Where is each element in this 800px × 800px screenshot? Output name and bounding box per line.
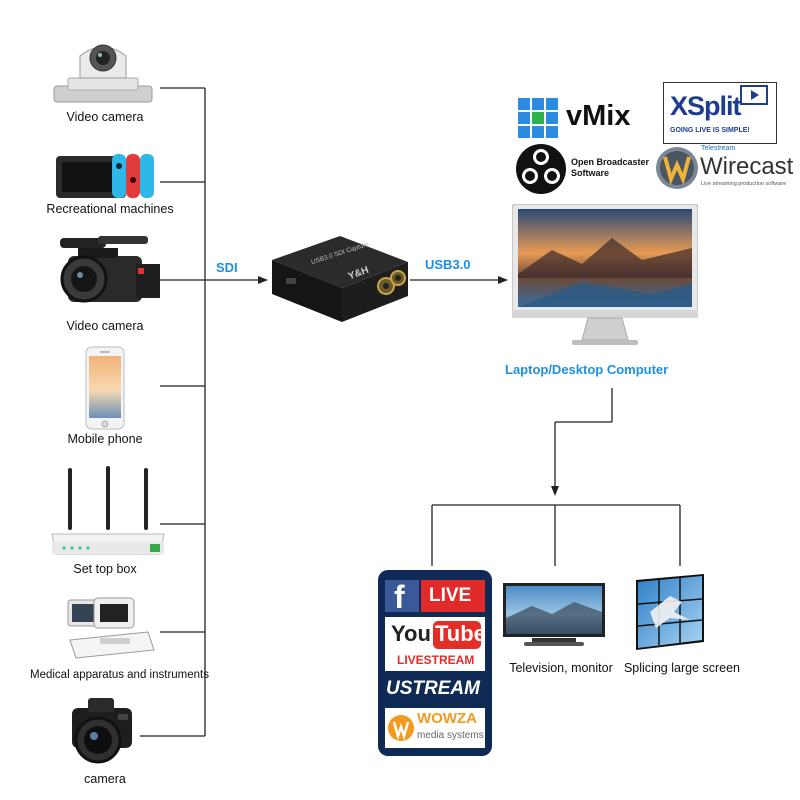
facebook-live-badge: LIVE [421, 580, 485, 612]
capture-box-icon [272, 236, 408, 322]
obs-name-line1: Open Broadcaster [571, 157, 650, 167]
xsplit-logo: XSplit GOING LIVE IS SIMPLE! [663, 82, 777, 144]
source-label-medical-apparatus: Medical apparatus and instruments [30, 669, 209, 681]
youtube-tube: Tube [435, 621, 486, 646]
source-label-recreational-machines: Recreational machines [46, 202, 174, 216]
dslr-camera-icon [72, 698, 132, 764]
youtube-badge: You Tube LIVESTREAM [385, 617, 486, 671]
obs-logo: Open Broadcaster Software [515, 143, 655, 195]
wirecast-icon [656, 147, 698, 189]
youtube-you: You [391, 621, 431, 646]
source-mobile-phone [85, 346, 125, 430]
video-wall-label: Splicing large screen [623, 661, 741, 675]
obs-name-line2: Software [571, 168, 610, 178]
capture-device: USB3.0 SDI Capture Y&H [262, 222, 412, 332]
facebook-badge: f [385, 579, 419, 615]
source-dslr-camera [64, 694, 140, 764]
youtube-livestream: LIVESTREAM [397, 653, 475, 667]
vmix-logo: vMix [518, 98, 648, 140]
desktop-monitor [512, 204, 698, 354]
sdi-label: SDI [216, 260, 238, 275]
video-wall-icon [636, 574, 704, 650]
source-router [50, 464, 166, 560]
youtube-tube-box: Tube [433, 621, 486, 649]
tv-label: Television, monitor [509, 661, 613, 675]
monitor-icon [512, 204, 698, 345]
mobile-phone-icon [85, 346, 125, 430]
television [502, 582, 606, 648]
video-wall [630, 572, 708, 652]
router-icon [51, 466, 165, 555]
usb3-label: USB3.0 [425, 257, 471, 272]
wirecast-tagline: Live streaming production software [701, 181, 787, 187]
source-label-video-camera-1: Video camera [66, 110, 144, 124]
wowza-sub: media systems [417, 730, 484, 741]
wirecast-name: Wirecast [700, 153, 794, 180]
facebook-live-text: LIVE [429, 585, 472, 606]
xsplit-name: XSplit [670, 91, 742, 121]
source-label-camera: camera [84, 772, 126, 786]
computer-label: Laptop/Desktop Computer [505, 362, 669, 377]
wowza-name: WOWZA [417, 710, 477, 727]
wirecast-vendor: Telestream [701, 145, 736, 152]
source-game-console [52, 150, 160, 202]
obs-icon [516, 144, 566, 194]
tv-icon [503, 583, 605, 646]
source-label-set-top-box: Set top box [73, 562, 137, 576]
source-ptz-camera [48, 34, 158, 108]
camcorder-icon [60, 236, 160, 303]
source-label-video-camera-2: Video camera [66, 319, 144, 333]
source-label-mobile-phone: Mobile phone [67, 432, 143, 446]
wowza-icon [388, 715, 414, 741]
xsplit-play-icon [740, 85, 768, 105]
medical-device-icon [67, 597, 155, 659]
wirecast-logo: Telestream Wirecast Live streaming produ… [655, 143, 794, 195]
ustream-text: USTREAM [386, 678, 480, 699]
xsplit-tagline: GOING LIVE IS SIMPLE! [670, 127, 750, 134]
streaming-platforms-panel: f LIVE You Tube LIVESTREAM USTREAM WOWZA… [378, 570, 492, 756]
vmix-name: vMix [566, 100, 631, 132]
source-medical-device [60, 594, 160, 662]
facebook-glyph: f [394, 579, 405, 615]
ptz-camera-icon [53, 44, 153, 103]
game-console-icon [56, 154, 154, 198]
wowza-badge: WOWZA media systems [385, 708, 485, 748]
source-camcorder [38, 234, 166, 314]
vmix-grid-icon [518, 98, 558, 138]
